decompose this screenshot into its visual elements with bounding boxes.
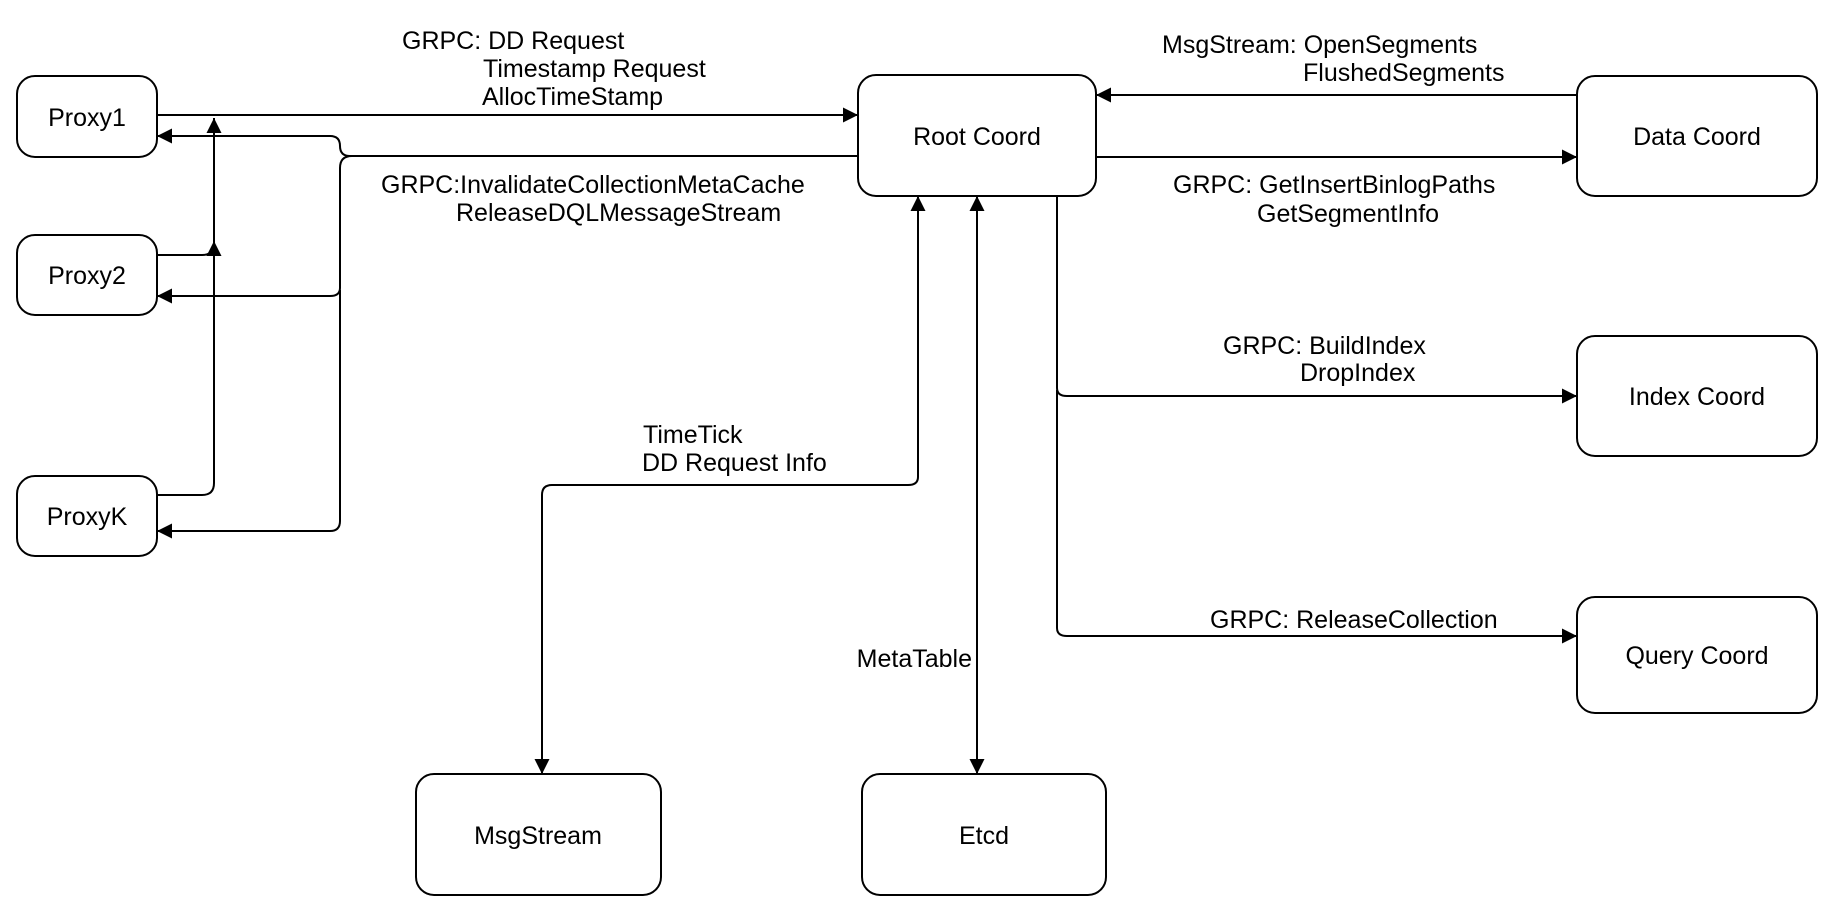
label-root-to-etcd: MetaTable [857,645,972,673]
proxyk-label: ProxyK [47,503,128,531]
edge-label-line: GetSegmentInfo [1257,200,1439,228]
label-proxies-to-root: GRPC: DD Request Timestamp Request Alloc… [402,27,706,111]
proxy2-box [16,234,158,316]
node-etcd: Etcd [861,773,1107,896]
label-root-to-index: GRPC: BuildIndex DropIndex [1223,332,1426,387]
proxy1-label: Proxy1 [48,104,126,132]
index-coord-label: Index Coord [1629,383,1765,411]
query-coord-label: Query Coord [1625,642,1768,670]
etcd-label: Etcd [959,822,1009,850]
etcd-box [861,773,1107,896]
edge-rootcoord-to-proxy1 [157,128,858,157]
label-data-to-root: MsgStream: OpenSegments FlushedSegments [1162,31,1505,87]
node-proxy2: Proxy2 [16,234,158,316]
node-data-coord: Data Coord [1576,75,1818,197]
query-coord-box [1576,596,1818,714]
edge-label-line: GRPC: DD Request [402,27,624,55]
edge-label-line: ReleaseDQLMessageStream [456,199,781,227]
index-coord-box [1576,335,1818,457]
msgstream-box [415,773,662,896]
proxyk-box [16,475,158,557]
edge-label-line: DD Request Info [642,449,827,477]
edge-label-line: TimeTick [643,421,743,449]
edge-label-line: Timestamp Request [483,55,706,83]
edge-rootcoord-to-indexcoord [1056,196,1577,404]
edge-proxyk-merge [157,118,222,496]
proxy2-label: Proxy2 [48,262,126,290]
root-coord-label: Root Coord [913,123,1041,151]
node-proxyk: ProxyK [16,475,158,557]
label-root-to-data: GRPC: GetInsertBinlogPaths GetSegmentInf… [1173,171,1495,228]
edge-rootcoord-msgstream [534,196,926,774]
node-proxy1: Proxy1 [16,75,158,158]
edge-label-line: MetaTable [857,645,972,673]
edge-label-line: FlushedSegments [1303,59,1505,87]
edge-label-line: GRPC: BuildIndex [1223,332,1426,360]
node-msgstream: MsgStream [415,773,662,896]
edge-rootcoord-to-proxyk [157,290,341,539]
node-index-coord: Index Coord [1576,335,1818,457]
label-root-to-proxies: GRPC:InvalidateCollectionMetaCache Relea… [381,171,805,227]
proxy1-box [16,75,158,158]
edge-label-line: GRPC: GetInsertBinlogPaths [1173,171,1495,199]
node-query-coord: Query Coord [1576,596,1818,714]
label-root-to-msgstream: TimeTick DD Request Info [642,421,827,477]
edge-rootcoord-to-proxy2 [157,155,353,304]
edge-label-line: AllocTimeStamp [482,83,663,111]
node-root-coord: Root Coord [857,74,1097,197]
edge-label-line: DropIndex [1300,359,1416,387]
edge-proxy2-merge [157,241,222,256]
edge-label-line: GRPC: ReleaseCollection [1210,606,1498,634]
edge-label-line: MsgStream: OpenSegments [1162,31,1477,59]
edge-rootcoord-to-querycoord [1056,390,1577,644]
label-root-to-query: GRPC: ReleaseCollection [1210,606,1498,634]
msgstream-label: MsgStream [474,822,602,850]
data-coord-label: Data Coord [1633,123,1761,151]
root-coord-box [857,74,1097,197]
edge-label-line: GRPC:InvalidateCollectionMetaCache [381,171,805,199]
data-coord-box [1576,75,1818,197]
